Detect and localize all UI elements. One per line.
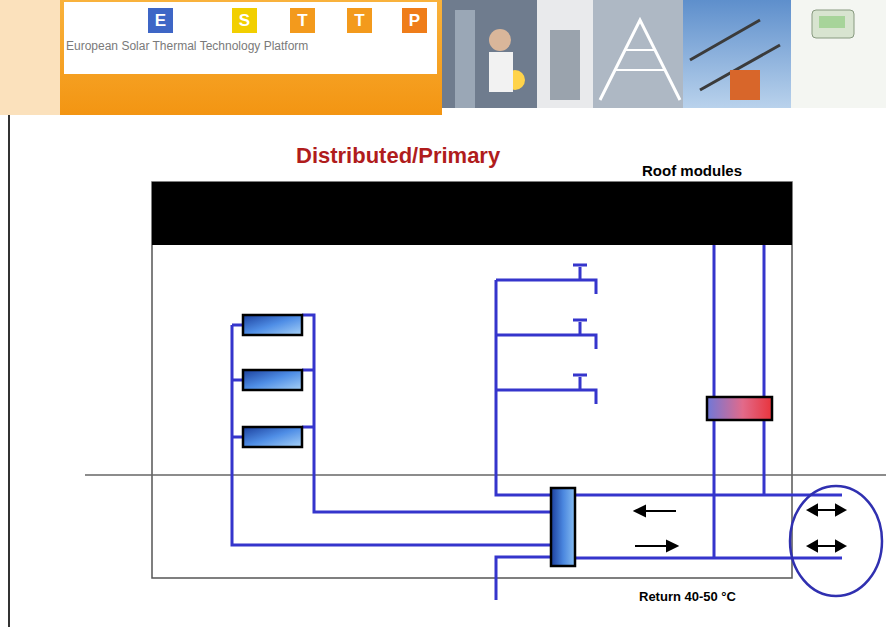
logo-letter-box: S	[232, 8, 257, 33]
photo	[791, 0, 886, 108]
photo-detail	[600, 20, 680, 100]
photo-detail	[819, 16, 845, 28]
radiator	[243, 315, 302, 335]
roof-modules	[152, 182, 792, 245]
flow-arrow	[635, 506, 677, 551]
photo-detail	[615, 50, 665, 70]
radiator	[243, 370, 302, 390]
header-band	[60, 0, 442, 115]
photo-person	[489, 29, 511, 51]
header-strip	[0, 0, 60, 115]
photo	[537, 0, 593, 108]
photo-detail	[550, 30, 580, 100]
roof-label: Roof modules	[642, 162, 742, 179]
logo-letter-box: T	[347, 8, 372, 33]
pipe-network	[232, 245, 842, 600]
photo-strip	[442, 0, 886, 108]
photo-detail	[812, 10, 854, 38]
logo-letter: S	[239, 12, 250, 29]
logo-letter-box: P	[402, 8, 427, 33]
logo-letter-box: E	[148, 8, 173, 33]
solar-exchanger	[707, 397, 772, 420]
heat-exchanger	[551, 488, 575, 566]
logo-letter: E	[155, 12, 166, 29]
logo-letter-box: T	[290, 8, 315, 33]
photo	[442, 0, 537, 108]
radiator	[243, 427, 302, 447]
logo-letter: P	[409, 12, 420, 29]
logo-letter: T	[354, 12, 364, 29]
ground-line	[85, 474, 886, 476]
logo-panel	[64, 2, 437, 74]
photo-detail	[455, 10, 475, 108]
double-arrow	[808, 505, 845, 551]
photo	[593, 0, 683, 108]
photo-person	[489, 52, 513, 92]
diagram-title: Distributed/Primary	[296, 143, 500, 168]
photo	[683, 0, 791, 108]
logo-letter: T	[297, 12, 307, 29]
connection-ellipse	[790, 486, 882, 596]
photo-person	[730, 70, 760, 100]
frame-line	[8, 115, 10, 627]
building-outline	[152, 182, 792, 578]
platform-name: European Solar Thermal Technology Platfo…	[66, 40, 308, 54]
return-temperature: Return 40-50 °C	[637, 590, 738, 605]
